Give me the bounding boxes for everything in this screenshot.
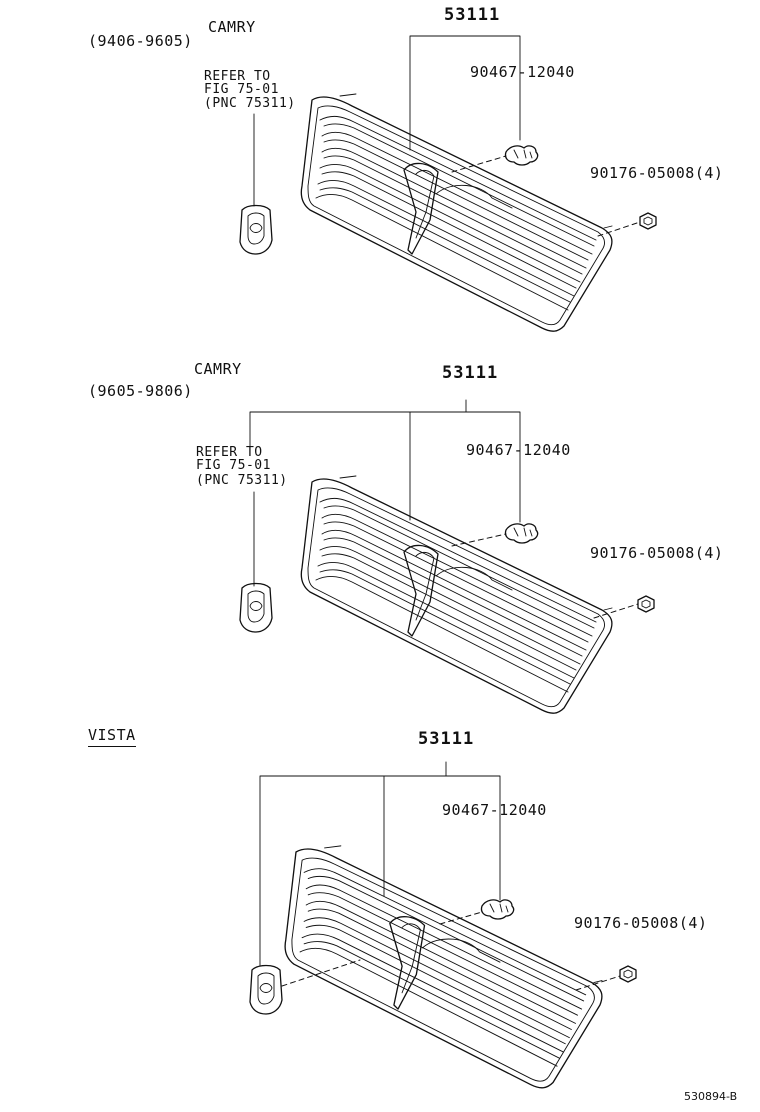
section1-period: (9406-9605) bbox=[88, 32, 193, 50]
section2-model: CAMRY bbox=[194, 360, 242, 378]
section2-refer-line2[interactable]: FIG 75-01 bbox=[196, 458, 271, 473]
section1-refer-line1: REFER TO bbox=[204, 69, 271, 84]
figure-id: 530894-B bbox=[684, 1090, 738, 1103]
section1-drawing bbox=[239, 35, 657, 332]
section1-refer-line3: (PNC 75311) bbox=[204, 96, 296, 111]
section3-model: VISTA bbox=[88, 726, 136, 747]
section2-refer-line1: REFER TO bbox=[196, 445, 263, 460]
section3-main-part-number[interactable]: 53111 bbox=[418, 729, 475, 749]
section3-drawing bbox=[249, 761, 637, 1089]
section2-drawing bbox=[239, 399, 655, 714]
section1-main-part-number[interactable]: 53111 bbox=[444, 5, 501, 25]
section2-clip-part-number[interactable]: 90467-12040 bbox=[466, 441, 571, 459]
section1-clip-part-number[interactable]: 90467-12040 bbox=[470, 63, 575, 81]
section2-refer-line3: (PNC 75311) bbox=[196, 473, 288, 488]
section3-clip-part-number[interactable]: 90467-12040 bbox=[442, 801, 547, 819]
section3-nut-part-number[interactable]: 90176-05008(4) bbox=[574, 914, 708, 932]
section2-nut-part-number[interactable]: 90176-05008(4) bbox=[590, 544, 724, 562]
section1-refer-line2[interactable]: FIG 75-01 bbox=[204, 82, 279, 97]
section1-model: CAMRY bbox=[208, 18, 256, 36]
section2-main-part-number[interactable]: 53111 bbox=[442, 363, 499, 383]
section2-period: (9605-9806) bbox=[88, 382, 193, 400]
section1-nut-part-number[interactable]: 90176-05008(4) bbox=[590, 164, 724, 182]
